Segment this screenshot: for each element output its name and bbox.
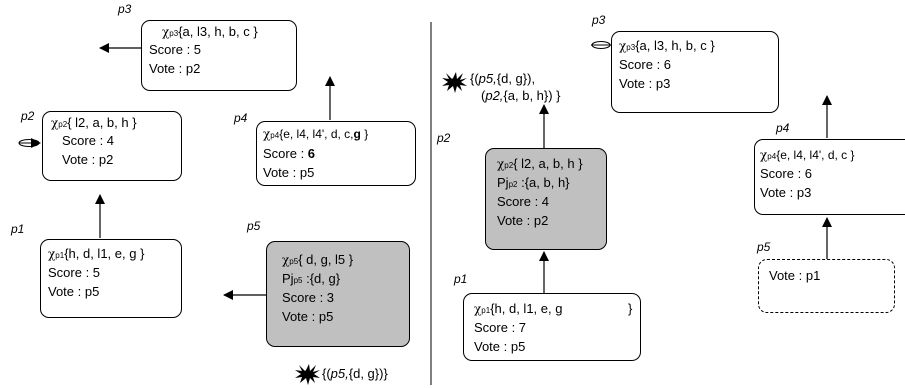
process-box-right-p5: Vote : p1 bbox=[758, 259, 895, 313]
process-score-right-p3: Score : 6 bbox=[619, 57, 672, 72]
process-box-left-p1: χp1{h, d, l1, e, g } Score : 5 Vote : p5 bbox=[40, 239, 182, 318]
process-score-right-p1: Score : 7 bbox=[474, 320, 527, 335]
process-vote-left-p5: Vote : p5 bbox=[282, 309, 334, 324]
process-box-right-p2: χp2{ l2, a, b, h } Pjp2 :{a, b, h} Score… bbox=[485, 148, 607, 250]
process-set-left-p4: χp4{e, l4, l4', d, c,g } bbox=[263, 127, 369, 141]
decision-annotation-right-line2: (p2,{a, b, h}) } bbox=[481, 88, 561, 103]
process-vote-left-p2: Vote : p2 bbox=[62, 152, 114, 167]
burst-icon-left bbox=[295, 364, 320, 385]
process-box-left-p2: χp2{ l2, a, b, h } Score : 4 Vote : p2 bbox=[42, 111, 182, 181]
process-label-left-p1: p1 bbox=[11, 222, 25, 236]
process-label-left-p3: p3 bbox=[118, 2, 132, 16]
process-box-left-p4: χp4{e, l4, l4', d, c,g } Score : 6 Vote … bbox=[256, 121, 416, 186]
process-box-right-p3: χp3{a, l3, h, b, c } Score : 6 Vote : p3 bbox=[611, 31, 779, 113]
process-label-right-p3: p3 bbox=[592, 13, 606, 27]
process-vote-left-p1: Vote : p5 bbox=[48, 284, 100, 299]
process-box-right-p1: χp1{h, d, l1, e, g } Score : 7 Vote : p5 bbox=[463, 293, 641, 361]
loop-left-p2 bbox=[18, 138, 41, 148]
process-vote-left-p3: Vote : p2 bbox=[149, 61, 201, 76]
process-vote-right-p5: Vote : p1 bbox=[769, 268, 821, 283]
process-label-right-p4: p4 bbox=[776, 121, 790, 135]
process-set-left-p3: χp3{a, l3, h, b, c } bbox=[162, 24, 258, 39]
process-box-left-p5: χp5{ d, g, l5 } Pjp5 :{d, g} Score : 3 V… bbox=[266, 241, 410, 347]
process-box-right-p4: χp4{e, l4, l4', d, c } Score : 6 Vote : … bbox=[754, 139, 905, 215]
decision-annotation-right: {(p5,{d, g}), (p2,{a, b, h}) } bbox=[470, 70, 561, 104]
process-vote-right-p3: Vote : p3 bbox=[619, 76, 671, 91]
process-score-left-p2: Score : 4 bbox=[62, 133, 115, 148]
loop-right-p3 bbox=[591, 41, 611, 49]
process-vote-left-p4: Vote : p5 bbox=[263, 165, 315, 180]
process-set-left-p2: χp2{ l2, a, b, h } bbox=[51, 115, 137, 130]
process-label-right-p2: p2 bbox=[437, 131, 451, 145]
process-score-right-p4: Score : 6 bbox=[760, 166, 813, 181]
burst-icon-right bbox=[442, 72, 467, 93]
process-set-right-p3: χp3{a, l3, h, b, c } bbox=[619, 38, 715, 53]
process-pj-right-p2: Pjp2 :{a, b, h} bbox=[497, 175, 570, 190]
process-set-right-p1: χp1{h, d, l1, e, g bbox=[474, 301, 563, 316]
process-vote-right-p2: Vote : p2 bbox=[497, 213, 549, 228]
process-score-right-p2: Score : 4 bbox=[497, 194, 550, 209]
decision-annotation-left: {(p5,{d, g})} bbox=[322, 366, 388, 381]
decision-annotation-right-line1: {(p5,{d, g}), bbox=[470, 71, 536, 86]
process-label-left-p5: p5 bbox=[247, 219, 261, 233]
process-score-left-p4: Score : 6 bbox=[263, 146, 316, 161]
process-vote-right-p1: Vote : p5 bbox=[474, 339, 526, 354]
process-set-right-p1-close: } bbox=[628, 301, 633, 316]
process-set-right-p4: χp4{e, l4, l4', d, c } bbox=[760, 148, 855, 162]
process-pj-left-p5: Pjp5 :{d, g} bbox=[282, 271, 341, 286]
process-score-left-p1: Score : 5 bbox=[48, 265, 101, 280]
process-label-right-p5: p5 bbox=[757, 240, 771, 254]
process-label-right-p1: p1 bbox=[454, 272, 468, 286]
process-score-left-p5: Score : 3 bbox=[282, 290, 335, 305]
process-label-left-p4: p4 bbox=[234, 111, 248, 125]
process-label-left-p2: p2 bbox=[21, 109, 35, 123]
process-set-left-p1: χp1{h, d, l1, e, g } bbox=[48, 246, 145, 261]
process-score-left-p3: Score : 5 bbox=[149, 42, 202, 57]
process-vote-right-p4: Vote : p3 bbox=[760, 185, 812, 200]
process-set-right-p2: χp2{ l2, a, b, h } bbox=[497, 156, 583, 171]
process-box-left-p3: χp3{a, l3, h, b, c } Score : 5 Vote : p2 bbox=[141, 20, 297, 91]
process-set-left-p5: χp5{ d, g, l5 } bbox=[282, 252, 354, 267]
